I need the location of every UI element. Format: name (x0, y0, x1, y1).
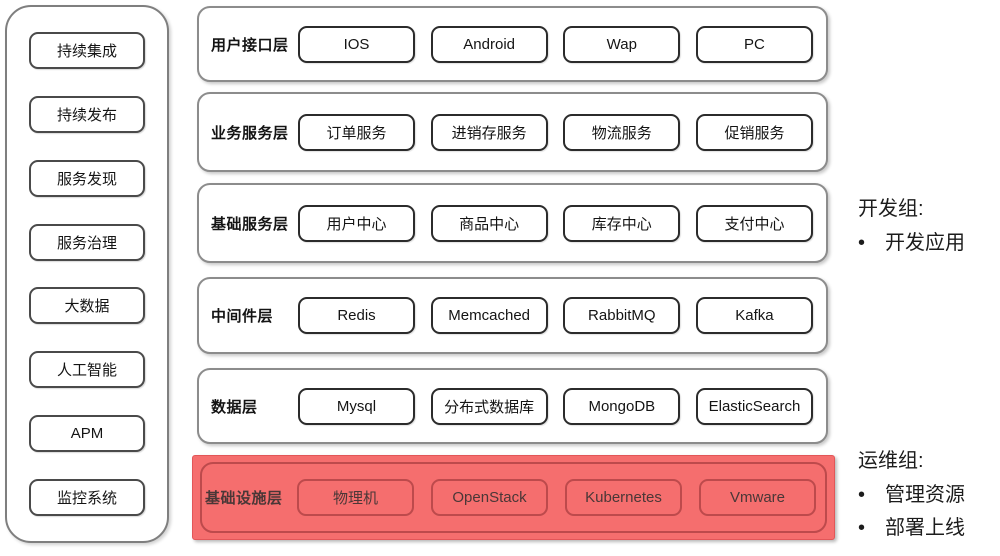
bullet-icon: • (858, 232, 866, 254)
toolchain-item: 监控系统 (29, 478, 145, 516)
component-box: 物流服务 (563, 113, 681, 151)
layer-label: 业务服务层 (211, 124, 289, 142)
layer-boxes: Redis Memcached RabbitMQ Kafka (298, 279, 813, 352)
component-box: OpenStack (431, 479, 548, 516)
layer-4: 中间件层 Redis Memcached RabbitMQ Kafka (197, 277, 828, 354)
bullet-icon: • (858, 484, 866, 506)
layer-5: 数据层 Mysql 分布式数据库 MongoDB ElasticSearch (197, 368, 828, 444)
layer-label: 用户接口层 (211, 36, 289, 54)
layer-3: 基础服务层用户中心商品中心库存中心支付中心 (197, 183, 828, 263)
layer-2: 业务服务层订单服务进销存服务物流服务促销服务 (197, 92, 828, 172)
component-box: Kubernetes (565, 479, 682, 516)
note-title: 运维组: (858, 450, 924, 472)
component-box: 订单服务 (298, 113, 415, 151)
note-bullet-text: 管理资源 (885, 484, 965, 506)
note-bullet: • 部署上线 (858, 516, 965, 540)
component-box: IOS (298, 25, 415, 63)
component-box: Kafka (695, 297, 813, 334)
toolchain-item: 持续发布 (29, 95, 145, 133)
component-box: 用户中心 (298, 204, 415, 242)
component-box: ElasticSearch (695, 387, 813, 425)
toolchain-item: 持续集成 (29, 32, 145, 69)
note-bullet-text: 开发应用 (885, 232, 965, 254)
bullet-icon: • (858, 517, 866, 539)
component-box: 支付中心 (695, 204, 813, 242)
toolchain-item: 人工智能 (29, 351, 145, 389)
component-box: Memcached (430, 297, 548, 334)
component-box: 促销服务 (695, 113, 813, 151)
layer-boxes: IOS Android Wap PC (298, 8, 813, 80)
toolchain-item: 服务治理 (29, 223, 145, 261)
note-bullet: • 开发应用 (858, 231, 965, 255)
component-box: Android (430, 25, 548, 63)
layer-boxes: 物理机 OpenStack Kubernetes Vmware (297, 456, 816, 539)
note-bullet-text: 部署上线 (885, 517, 965, 539)
component-box: 进销存服务 (430, 113, 548, 151)
toolchain-item: 大数据 (29, 287, 145, 325)
component-box: 商品中心 (430, 204, 548, 242)
layer-label: 基础服务层 (211, 215, 289, 233)
layer-label: 基础设施层 (205, 490, 283, 507)
component-box: Mysql (298, 387, 415, 425)
layer-label: 中间件层 (211, 308, 274, 325)
component-box: 库存中心 (563, 204, 681, 242)
component-box: RabbitMQ (563, 297, 681, 334)
layer-boxes: 订单服务进销存服务物流服务促销服务 (298, 94, 813, 170)
component-box: Redis (298, 297, 415, 334)
devops-panel-items: 持续集成持续发布服务发现服务治理大数据人工智能 APM 监控系统 (7, 7, 167, 541)
note-title: 开发组: (858, 198, 924, 220)
layer-6: 基础设施层物理机 OpenStack Kubernetes Vmware (192, 455, 835, 540)
component-box: MongoDB (563, 387, 681, 425)
component-box: 分布式数据库 (430, 387, 548, 425)
component-box: Wap (563, 25, 681, 63)
toolchain-item: APM (29, 415, 145, 453)
devops-toolchain-panel: 持续集成持续发布服务发现服务治理大数据人工智能 APM 监控系统 (5, 5, 169, 543)
layer-1: 用户接口层 IOS Android Wap PC (197, 6, 828, 82)
component-box: PC (695, 25, 813, 63)
component-box: Vmware (699, 479, 816, 516)
layer-label: 数据层 (211, 398, 258, 416)
layer-boxes: Mysql 分布式数据库 MongoDB ElasticSearch (298, 370, 813, 442)
layer-boxes: 用户中心商品中心库存中心支付中心 (298, 185, 813, 261)
note-bullet: • 管理资源 (858, 483, 965, 507)
highlight-frame (200, 462, 827, 533)
component-box: 物理机 (297, 479, 414, 516)
note-dev-group: 开发组: • 开发应用 (858, 197, 965, 264)
toolchain-item: 服务发现 (29, 159, 145, 197)
note-ops-group: 运维组: • 管理资源 • 部署上线 (858, 449, 965, 549)
